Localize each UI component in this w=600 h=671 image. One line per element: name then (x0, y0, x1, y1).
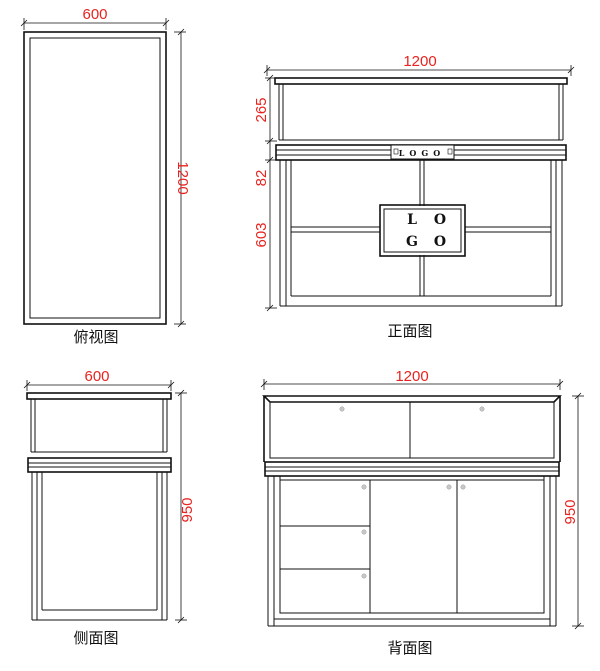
front-top-height-dim: 265 (253, 97, 270, 122)
back-height-dim: 950 (562, 499, 579, 524)
front-top-cap (274, 77, 568, 85)
top-view-caption: 俯视图 (73, 328, 118, 346)
front-large-logo-o1: O (434, 212, 446, 228)
side-view-caption: 侧面图 (73, 629, 118, 647)
front-view-caption: 正面图 (387, 322, 432, 340)
front-small-logo-text: LOGO (399, 148, 445, 158)
side-top-cap (26, 392, 172, 400)
side-width-dim: 600 (84, 368, 109, 385)
side-view: 600 950 侧面图 (23, 368, 196, 647)
back-left-panel-knob (339, 406, 345, 412)
back-door-left (369, 479, 458, 614)
back-view: 1200 950 背面图 (260, 368, 584, 657)
top-depth-dim: 1200 (174, 161, 191, 194)
front-lower-height-dim: 603 (253, 222, 270, 247)
back-right-panel-knob (479, 406, 485, 412)
front-large-logo-g: G (406, 234, 418, 250)
back-door-left-knob (446, 484, 452, 490)
back-drawer-2-knob (361, 529, 367, 535)
top-view-inner-frame (29, 37, 161, 319)
front-large-logo-o2: O (434, 234, 446, 250)
side-band (27, 457, 172, 473)
top-width-dim: 600 (82, 6, 107, 23)
back-door-right-knob (460, 484, 466, 490)
back-width-dim: 1200 (395, 368, 428, 385)
back-top-frame (262, 395, 562, 403)
back-drawer-2 (279, 525, 371, 570)
side-height-dim: 950 (179, 497, 196, 522)
top-view-outer-frame (23, 31, 167, 325)
back-drawer-1-knob (361, 484, 367, 490)
front-band-dim: 82 (253, 170, 270, 187)
back-right-sliding-panel (409, 401, 555, 459)
back-drawer-3 (279, 568, 371, 614)
front-large-logo-l: L (407, 212, 417, 228)
front-width-dim: 1200 (403, 53, 436, 70)
front-large-logo-plate (379, 204, 466, 257)
back-view-caption: 背面图 (387, 639, 432, 657)
front-view: LOGO L O G O 1200 (253, 53, 575, 340)
back-drawer-1 (279, 479, 371, 527)
back-band (264, 461, 560, 477)
back-door-right (456, 479, 545, 614)
back-drawer-3-knob (361, 573, 367, 579)
top-view: 600 1200 俯视图 (20, 6, 191, 346)
front-small-logo-plate (390, 144, 455, 160)
